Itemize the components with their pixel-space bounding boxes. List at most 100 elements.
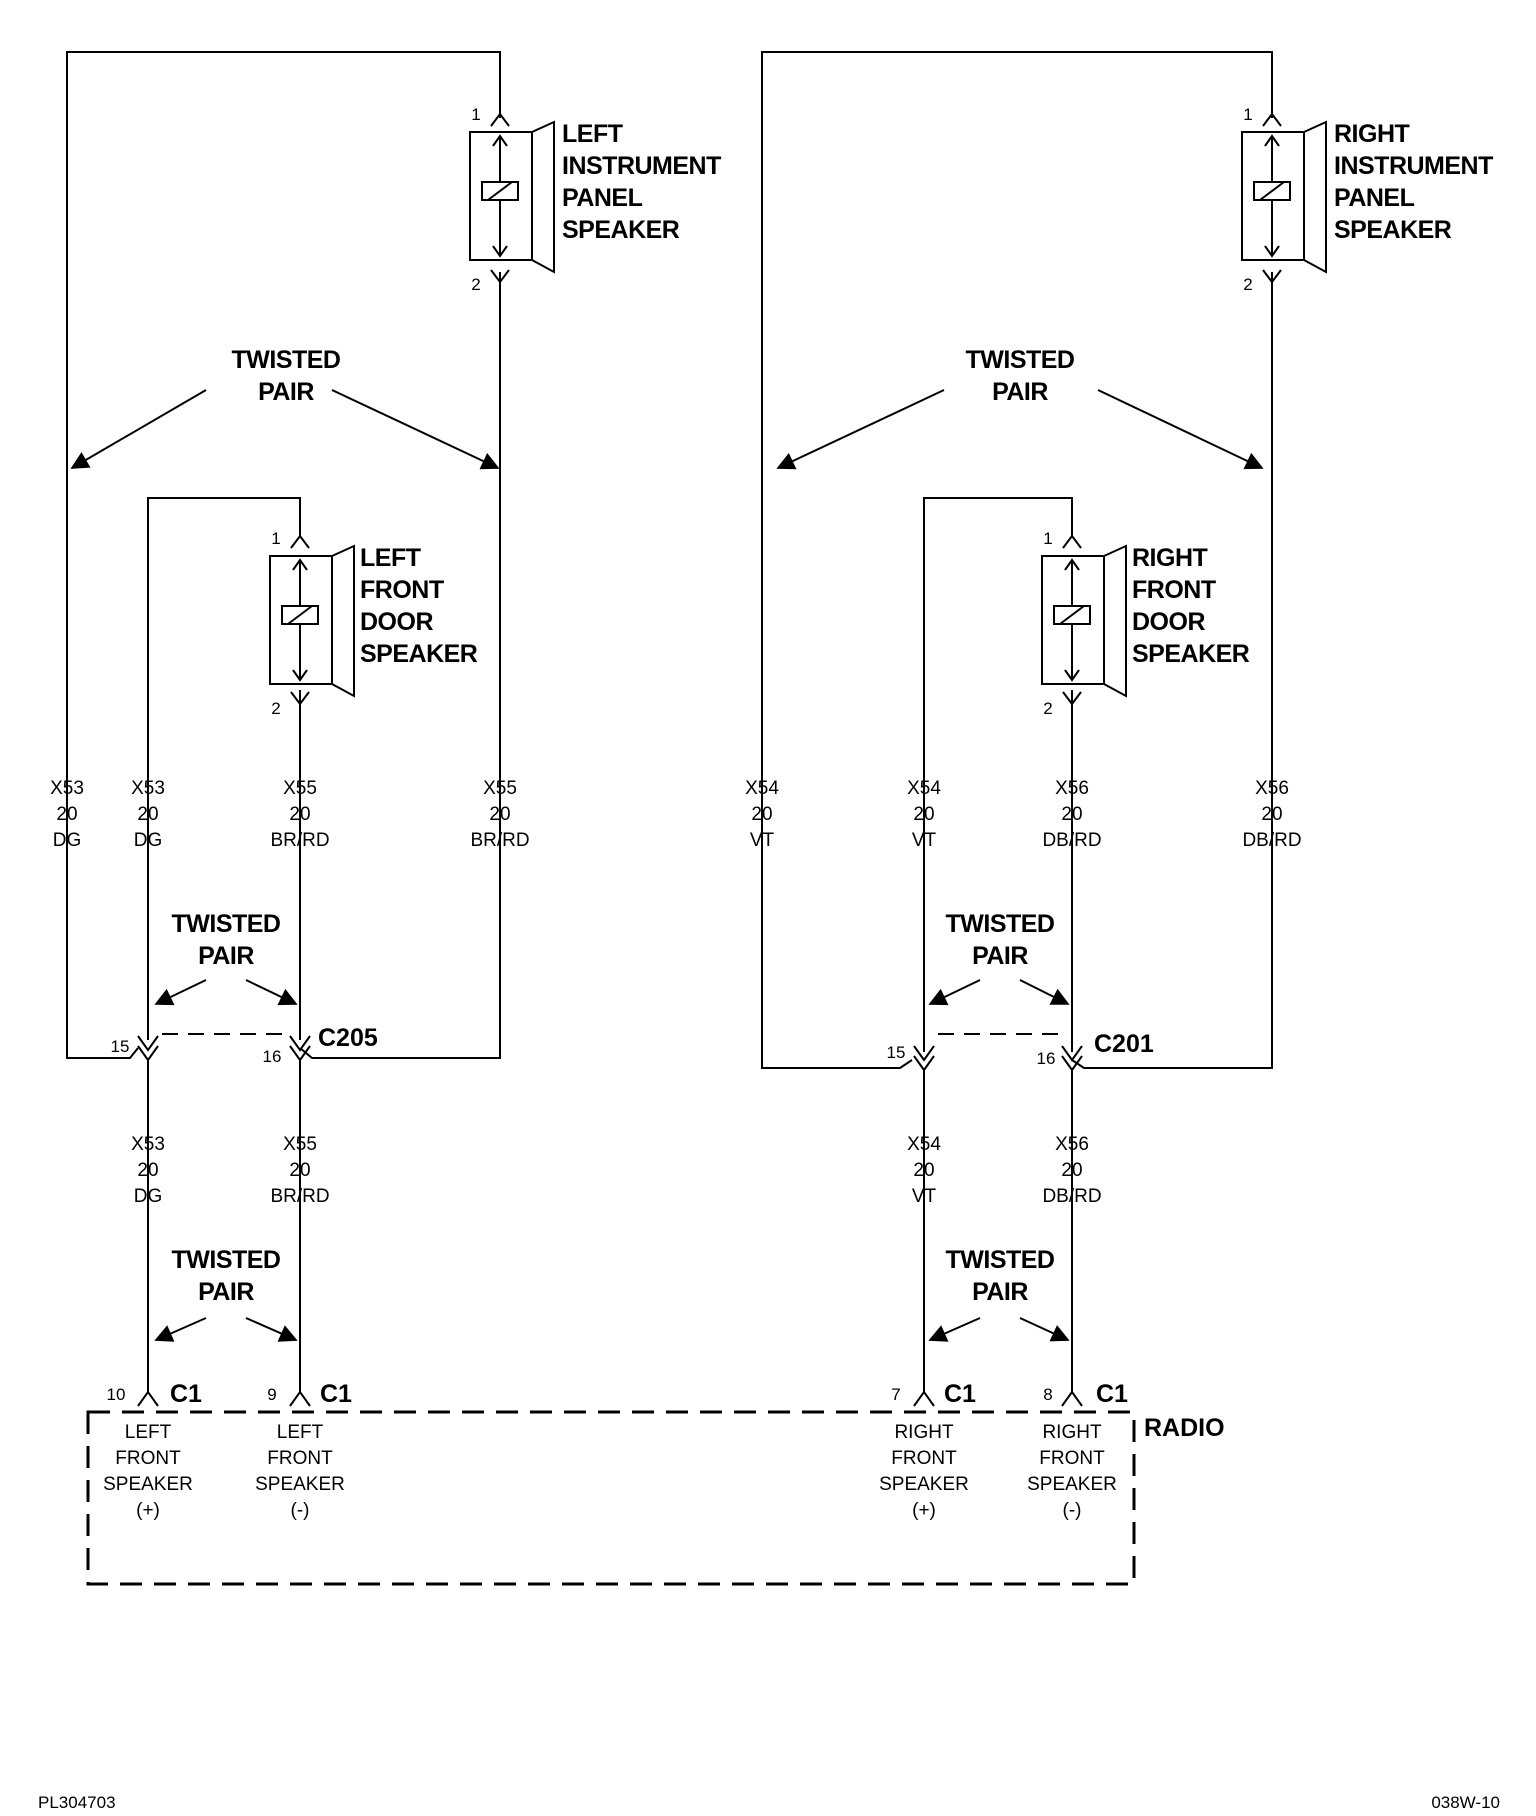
c201-pin-16: 16 [1037,1049,1056,1068]
svg-text:PAIR: PAIR [198,1278,254,1306]
svg-text:(-): (-) [1063,1500,1082,1521]
svg-text:FRONT: FRONT [1132,576,1216,604]
svg-text:TWISTED: TWISTED [172,910,281,938]
wire-labels-lower: X53 20 DG X55 20 BR/RD X54 20 VT X56 20 … [131,1134,1101,1207]
svg-text:FRONT: FRONT [891,1448,957,1469]
right-ip-pin-2: 2 [1243,275,1252,294]
left-ip-speaker-label: LEFT INSTRUMENT PANEL SPEAKER [562,120,722,244]
svg-text:PAIR: PAIR [972,942,1028,970]
radio-pin-9: 9 C1 LEFT FRONT SPEAKER (-) [255,1380,352,1521]
svg-text:BR/RD: BR/RD [270,1186,329,1207]
right-ip-pin-1: 1 [1243,105,1252,124]
c205-pin-15: 15 [111,1037,130,1056]
svg-text:20: 20 [137,804,158,825]
radio-label: RADIO [1144,1414,1225,1442]
wire-label: X53 20 DG [50,778,84,851]
svg-text:10: 10 [107,1385,126,1404]
svg-text:X54: X54 [745,778,779,799]
radio-pin-10: 10 C1 LEFT FRONT SPEAKER (+) [103,1380,202,1521]
svg-text:LEFT: LEFT [562,120,623,148]
svg-text:TWISTED: TWISTED [966,346,1075,374]
svg-text:X54: X54 [907,778,941,799]
svg-text:PAIR: PAIR [992,378,1048,406]
c201-label: C201 [1094,1030,1154,1058]
svg-text:20: 20 [1061,804,1082,825]
connector-c201: 15 16 C201 [887,1030,1154,1072]
svg-text:X56: X56 [1055,778,1089,799]
c205-pin-16: 16 [263,1047,282,1066]
wire-label: X54 20 VT [907,778,941,851]
svg-text:LEFT: LEFT [360,544,421,572]
svg-text:(-): (-) [291,1500,310,1521]
svg-text:SPEAKER: SPEAKER [255,1474,345,1495]
svg-text:FRONT: FRONT [1039,1448,1105,1469]
svg-text:20: 20 [56,804,77,825]
svg-text:X56: X56 [1055,1134,1089,1155]
wire-label: X53 20 DG [131,778,165,851]
twisted-pair-mid-left: TWISTED PAIR [154,910,298,1006]
svg-text:20: 20 [289,804,310,825]
twisted-pair-upper-right: TWISTED PAIR [776,346,1264,470]
svg-text:DG: DG [53,830,82,851]
svg-text:20: 20 [489,804,510,825]
speaker-pin-chevrons [290,112,1282,706]
svg-text:X53: X53 [131,1134,165,1155]
svg-text:RIGHT: RIGHT [894,1422,954,1443]
svg-text:SPEAKER: SPEAKER [1132,640,1250,668]
svg-text:20: 20 [913,1160,934,1181]
wire-x56-outer [1071,272,1273,1069]
svg-text:TWISTED: TWISTED [232,346,341,374]
svg-text:BR/RD: BR/RD [270,830,329,851]
svg-text:TWISTED: TWISTED [946,1246,1055,1274]
svg-text:FRONT: FRONT [267,1448,333,1469]
svg-text:20: 20 [751,804,772,825]
wire-label: X55 20 BR/RD [470,778,529,851]
svg-text:RIGHT: RIGHT [1132,544,1208,572]
svg-text:TWISTED: TWISTED [172,1246,281,1274]
svg-text:20: 20 [137,1160,158,1181]
left-door-pin-1: 1 [271,529,280,548]
wire-x53-inner [147,497,301,1040]
wire-label: X54 20 VT [745,778,779,851]
wire-label: X56 20 DB/RD [1042,1134,1101,1207]
svg-text:X54: X54 [907,1134,941,1155]
svg-text:LEFT: LEFT [125,1422,172,1443]
svg-text:INSTRUMENT: INSTRUMENT [1334,152,1493,180]
svg-text:8: 8 [1043,1385,1052,1404]
svg-text:DB/RD: DB/RD [1042,1186,1101,1207]
svg-text:VT: VT [912,1186,937,1207]
wire-x54-inner [923,497,1073,1052]
svg-text:C1: C1 [170,1380,202,1408]
wire-label: X55 20 BR/RD [270,1134,329,1207]
svg-text:SPEAKER: SPEAKER [103,1474,193,1495]
c201-pin-15: 15 [887,1043,906,1062]
left-instrument-panel-speaker [469,120,555,274]
svg-text:VT: VT [750,830,775,851]
wire-label: X54 20 VT [907,1134,941,1207]
right-ip-speaker-label: RIGHT INSTRUMENT PANEL SPEAKER [1334,120,1494,244]
svg-text:X55: X55 [283,778,317,799]
svg-text:X53: X53 [50,778,84,799]
svg-text:20: 20 [289,1160,310,1181]
svg-text:SPEAKER: SPEAKER [1027,1474,1117,1495]
svg-text:X55: X55 [283,1134,317,1155]
svg-text:BR/RD: BR/RD [470,830,529,851]
right-door-speaker-label: RIGHT FRONT DOOR SPEAKER [1132,544,1250,668]
svg-text:DOOR: DOOR [1132,608,1205,636]
svg-text:SPEAKER: SPEAKER [360,640,478,668]
figure-id-left: PL304703 [38,1793,116,1812]
svg-text:DOOR: DOOR [360,608,433,636]
c205-label: C205 [318,1024,378,1052]
svg-text:C1: C1 [320,1380,352,1408]
svg-text:FRONT: FRONT [115,1448,181,1469]
figure-id-right: 038W-10 [1431,1793,1500,1812]
right-front-door-speaker [1041,544,1127,698]
svg-text:C1: C1 [944,1380,976,1408]
twisted-pair-lower-left: TWISTED PAIR [154,1246,298,1342]
svg-text:PANEL: PANEL [1334,184,1415,212]
radio-pin-7: 7 C1 RIGHT FRONT SPEAKER (+) [879,1380,976,1521]
wire-x54-outer [761,51,1273,1069]
svg-text:RIGHT: RIGHT [1334,120,1410,148]
wire-label: X53 20 DG [131,1134,165,1207]
svg-text:PAIR: PAIR [972,1278,1028,1306]
